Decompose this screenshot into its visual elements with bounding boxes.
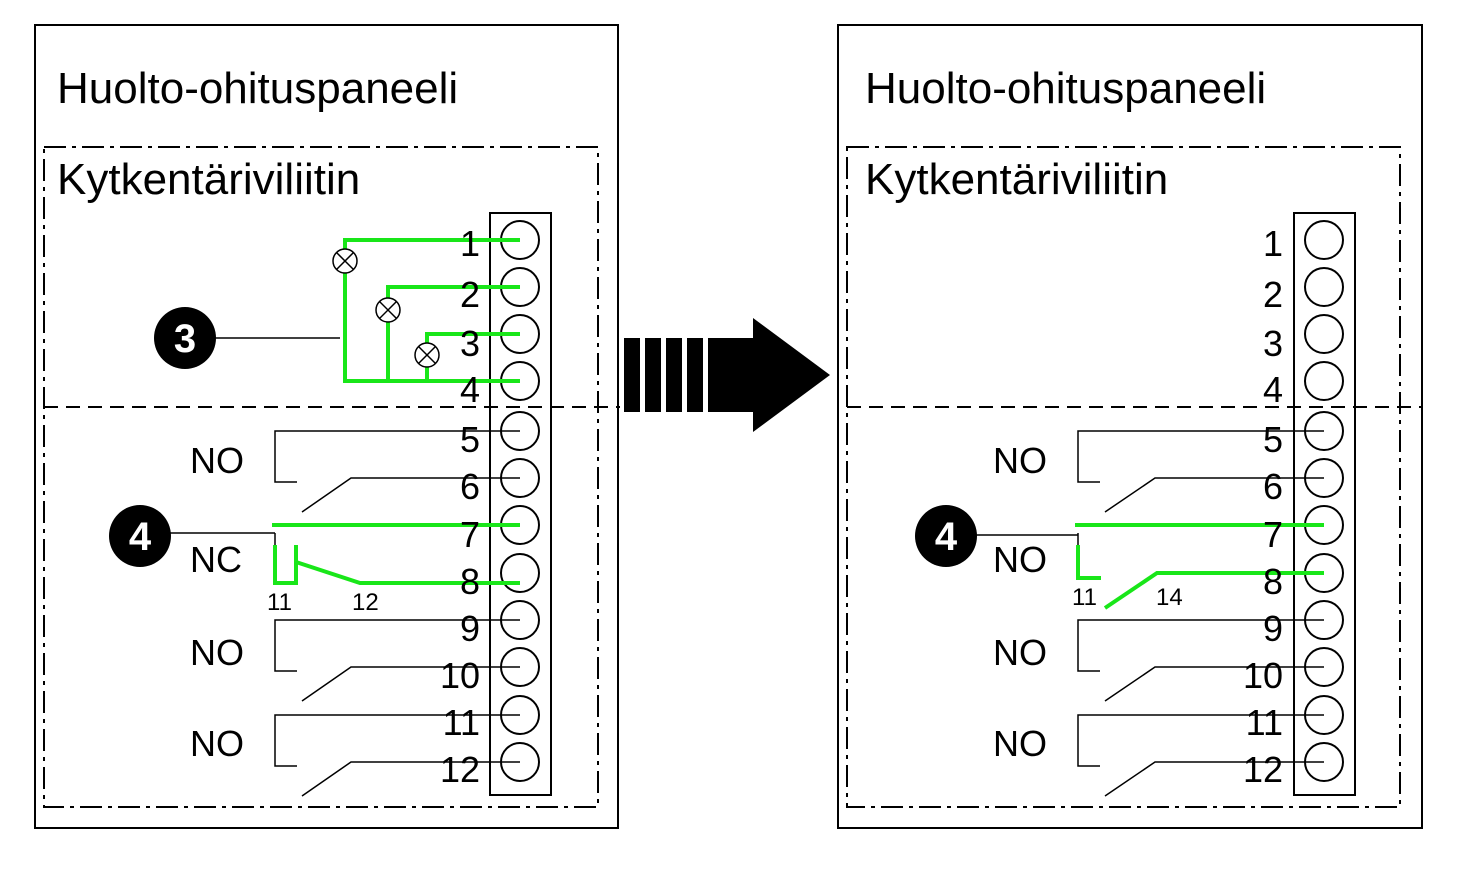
relay-label: NO — [190, 632, 244, 673]
terminal-3 — [1304, 314, 1344, 354]
relay-label: NC — [190, 539, 242, 580]
terminal-circles — [1304, 220, 1344, 782]
lamp-icon — [414, 342, 440, 368]
panel-right: Huolto-ohituspaneeli Kytkentäriviliitin — [837, 24, 1423, 829]
relay-contacts — [1077, 430, 1324, 797]
terminal-block-label: Kytkentäriviliitin — [57, 155, 360, 204]
callout-badge: 4 — [915, 505, 977, 567]
pin-label: 12 — [352, 589, 379, 616]
lamp-icon — [375, 297, 401, 323]
terminal-number: 8 — [460, 561, 480, 602]
svg-text:4: 4 — [129, 515, 152, 559]
terminal-8 — [500, 553, 540, 593]
relay-label: NO — [993, 539, 1047, 580]
terminal-number: 3 — [1263, 323, 1283, 364]
pin-label: 11 — [1072, 584, 1097, 611]
terminal-number: 12 — [440, 749, 480, 790]
terminal-block-frame — [43, 146, 599, 808]
right-arrow-icon — [624, 318, 830, 432]
terminal-numbers: 1 2 3 4 5 6 7 8 9 10 11 12 — [1243, 223, 1283, 790]
callout-badge: 4 — [109, 505, 171, 567]
terminal-number: 8 — [1263, 561, 1283, 602]
terminal-number: 2 — [460, 274, 480, 315]
lamp-wiring — [343, 238, 520, 383]
panel-frame — [34, 24, 619, 829]
terminal-number: 11 — [443, 702, 480, 743]
terminal-number: 1 — [460, 223, 480, 264]
terminal-number: 6 — [460, 466, 480, 507]
nc-contact — [272, 523, 520, 585]
terminal-number: 10 — [1243, 655, 1283, 696]
terminal-numbers: 1 2 3 4 5 6 7 8 9 10 11 12 — [440, 223, 480, 790]
relay-label: NO — [993, 632, 1047, 673]
terminal-2 — [1304, 267, 1344, 307]
terminal-number: 3 — [460, 323, 480, 364]
terminal-strip — [1293, 212, 1356, 796]
terminal-circles — [500, 220, 540, 782]
terminal-number: 7 — [460, 514, 480, 555]
terminal-number: 12 — [1243, 749, 1283, 790]
terminal-block-frame — [846, 146, 1401, 808]
terminal-number: 7 — [1263, 514, 1283, 555]
terminal-number: 4 — [460, 369, 480, 410]
no-contact — [1075, 523, 1324, 610]
terminal-number: 9 — [1263, 608, 1283, 649]
relay-label: NO — [993, 440, 1047, 481]
terminal-1 — [1304, 220, 1344, 260]
terminal-number: 11 — [1246, 702, 1283, 743]
terminal-number: 2 — [1263, 274, 1283, 315]
terminal-number: 5 — [460, 419, 480, 460]
terminal-4 — [1304, 361, 1344, 401]
terminal-number: 4 — [1263, 369, 1283, 410]
svg-text:4: 4 — [935, 515, 958, 559]
terminal-number: 6 — [1263, 466, 1283, 507]
terminal-strip — [489, 212, 552, 796]
lamp-icon — [332, 248, 358, 274]
terminal-block-label: Kytkentäriviliitin — [865, 155, 1168, 204]
relay-label: NO — [190, 723, 244, 764]
panel-title: Huolto-ohituspaneeli — [865, 64, 1266, 113]
terminal-number: 5 — [1263, 419, 1283, 460]
relay-label: NO — [190, 440, 244, 481]
relay-label: NO — [993, 723, 1047, 764]
panel-frame — [837, 24, 1423, 829]
pin-label: 14 — [1156, 584, 1183, 611]
relay-contacts — [274, 430, 520, 797]
callout-badge: 3 — [154, 307, 216, 369]
svg-text:3: 3 — [174, 317, 196, 361]
terminal-number: 9 — [460, 608, 480, 649]
panel-left: Huolto-ohituspaneeli Kytkentäriviliitin — [34, 24, 620, 829]
lamp-icons — [332, 248, 440, 368]
terminal-number: 10 — [440, 655, 480, 696]
pin-label: 11 — [267, 589, 292, 616]
terminal-number: 1 — [1263, 223, 1283, 264]
panel-title: Huolto-ohituspaneeli — [57, 64, 458, 113]
